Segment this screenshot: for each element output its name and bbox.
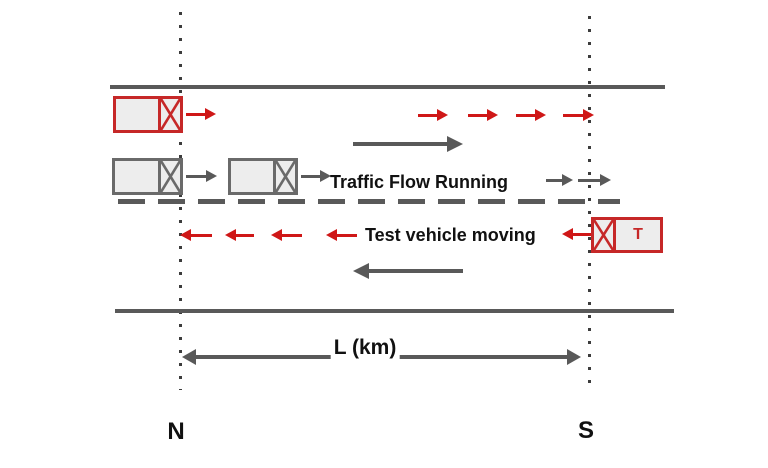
right-arrow-icon (301, 170, 331, 182)
test-vehicle: T (591, 217, 663, 253)
road-edge-bottom (115, 309, 674, 313)
left-arrow-icon (562, 228, 592, 240)
right-arrow-icon (546, 174, 573, 186)
vehicle-body (116, 99, 158, 130)
left-arrow-icon (180, 229, 212, 241)
test-vehicle-label: Test vehicle moving (365, 225, 536, 245)
right-arrow-icon (516, 109, 546, 121)
flow-direction-arrow-icon (353, 136, 463, 152)
right-arrow-icon (418, 109, 448, 121)
left-arrow-icon (326, 229, 357, 241)
right-arrow-icon (468, 109, 498, 121)
gray-vehicle-1 (112, 158, 183, 195)
traffic-flow-label: Traffic Flow Running (330, 172, 508, 192)
right-arrow-icon (186, 170, 217, 182)
left-arrow-icon (271, 229, 302, 241)
station-n-label: N (167, 418, 185, 445)
road-edge-top (110, 85, 665, 89)
vehicle-front-x-icon (594, 220, 616, 250)
vehicle-body (115, 161, 158, 192)
flow-direction-arrow-icon (353, 263, 463, 279)
left-arrow-icon (225, 229, 254, 241)
right-arrow-icon (563, 109, 594, 121)
distance-label: L (km) (330, 336, 400, 360)
test-vehicle-marker: T (633, 226, 643, 243)
vehicle-body (231, 161, 273, 192)
right-arrow-icon (578, 174, 611, 186)
vehicle-front-x-icon (273, 161, 295, 192)
vehicle-front-x-icon (158, 99, 180, 130)
road-centre-dashed-line (118, 199, 620, 204)
vehicle-body: T (616, 220, 660, 250)
right-arrow-icon (186, 108, 216, 120)
vehicle-front-x-icon (158, 161, 180, 192)
station-s-label: S (577, 417, 595, 444)
gray-vehicle-2 (228, 158, 298, 195)
red-vehicle-north (113, 96, 183, 133)
